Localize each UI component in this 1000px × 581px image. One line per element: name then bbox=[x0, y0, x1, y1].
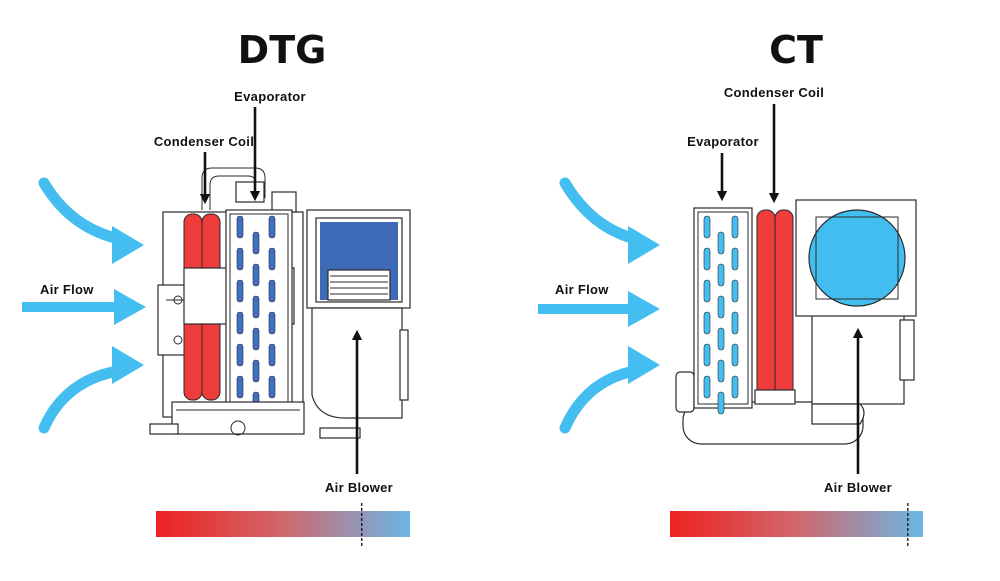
evaporator-fin bbox=[236, 343, 244, 367]
machine-dtg bbox=[149, 167, 411, 439]
evaporator-fin bbox=[731, 247, 739, 271]
evaporator-fin bbox=[703, 343, 711, 367]
evaporator-fin bbox=[717, 391, 725, 415]
evaporator-fin bbox=[268, 215, 276, 239]
panel-dtg: DTG Air Flow bbox=[22, 28, 411, 546]
evaporator-fin bbox=[252, 359, 260, 383]
evaporator-fin bbox=[268, 279, 276, 303]
panel-ct: CT Air Flow bbox=[538, 28, 923, 546]
evaporator-fin bbox=[252, 327, 260, 351]
airflow-arrows-dtg bbox=[22, 177, 146, 434]
blower-grille-dtg bbox=[330, 275, 388, 295]
evaporator-fin bbox=[252, 263, 260, 287]
evaporator-fin bbox=[268, 343, 276, 367]
label-air-blower-dtg: Air Blower bbox=[325, 480, 393, 495]
evaporator-fin bbox=[236, 215, 244, 239]
evaporator-fin bbox=[703, 375, 711, 399]
evaporator-fin bbox=[703, 215, 711, 239]
label-evaporator-ct: Evaporator bbox=[687, 134, 759, 149]
evaporator-fin bbox=[703, 247, 711, 271]
label-condenser-coil-dtg: Condenser Coil bbox=[154, 134, 254, 149]
evaporator-fin bbox=[252, 231, 260, 255]
label-condenser-coil-ct: Condenser Coil bbox=[724, 85, 824, 100]
evaporator-fin bbox=[731, 311, 739, 335]
evaporator-fin bbox=[236, 279, 244, 303]
evaporator-fin bbox=[236, 375, 244, 399]
evaporator-fin bbox=[268, 375, 276, 399]
evaporator-fin bbox=[731, 279, 739, 303]
evaporator-fins-ct bbox=[703, 215, 739, 415]
panel-title-dtg: DTG bbox=[238, 28, 327, 72]
evaporator-fin bbox=[731, 343, 739, 367]
evaporator-fin bbox=[703, 311, 711, 335]
evaporator-fin bbox=[717, 263, 725, 287]
label-air-flow-ct: Air Flow bbox=[555, 282, 609, 297]
label-evaporator-dtg: Evaporator bbox=[234, 89, 306, 104]
temperature-gradient-bar-dtg bbox=[156, 511, 410, 537]
evaporator-fin bbox=[252, 295, 260, 319]
evaporator-fin bbox=[717, 295, 725, 319]
label-air-flow-dtg: Air Flow bbox=[40, 282, 94, 297]
evaporator-fin bbox=[717, 327, 725, 351]
airflow-arrows-ct bbox=[538, 177, 660, 434]
evaporator-fin bbox=[268, 311, 276, 335]
evaporator-fin bbox=[236, 247, 244, 271]
evaporator-fin bbox=[703, 279, 711, 303]
evaporator-fin bbox=[717, 359, 725, 383]
evaporator-fin bbox=[268, 247, 276, 271]
machine-ct bbox=[675, 199, 917, 445]
evaporator-fin bbox=[717, 231, 725, 255]
panel-title-ct: CT bbox=[769, 28, 823, 72]
evaporator-fin bbox=[731, 375, 739, 399]
evaporator-fin bbox=[731, 215, 739, 239]
label-air-blower-ct: Air Blower bbox=[824, 480, 892, 495]
evaporator-fin bbox=[236, 311, 244, 335]
temperature-gradient-bar-ct bbox=[670, 511, 923, 537]
